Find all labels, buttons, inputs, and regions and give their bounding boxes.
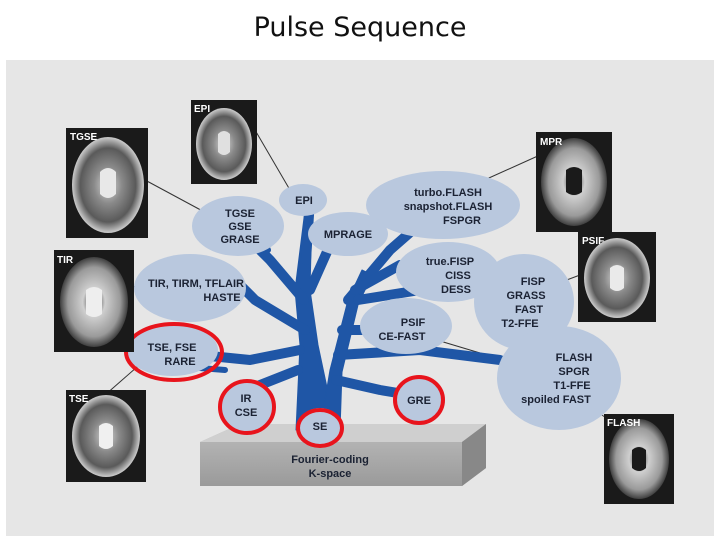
ir-label-1: IR xyxy=(241,393,252,405)
blob-group xyxy=(126,171,621,444)
highlight-gre xyxy=(393,375,445,425)
highlight-ir xyxy=(218,379,276,435)
tgse-label-1: TGSE xyxy=(225,208,255,220)
blob-labels: EPI TGSE GSE GRASE turbo.FLASH snapshot.… xyxy=(148,187,593,433)
fisp-label-1: FISP xyxy=(521,276,545,288)
truefisp-label-2: CISS xyxy=(445,270,471,282)
blob-se xyxy=(298,408,342,444)
highlight-se xyxy=(296,408,344,448)
base-label-line-2: K-space xyxy=(309,468,352,480)
mri-image-tir: TIR xyxy=(54,250,134,352)
flash-label-3: T1-FFE xyxy=(553,380,590,392)
blob-mprage xyxy=(308,212,388,256)
mri-label-tse: TSE xyxy=(69,394,89,405)
turboflash-label-2: snapshot.FLASH xyxy=(404,201,493,213)
blob-turboflash xyxy=(366,171,520,239)
page-title: Pulse Sequence xyxy=(253,12,467,43)
blob-truefisp xyxy=(396,242,500,302)
blob-psif xyxy=(360,298,452,354)
fisp-label-2: GRASS xyxy=(506,290,545,302)
psif-label-1: PSIF xyxy=(401,317,426,329)
fisp-label-3: FAST xyxy=(515,304,543,316)
blob-ir xyxy=(219,379,275,431)
mri-image-mpr: MPR xyxy=(536,132,612,232)
highlight-circles xyxy=(124,322,445,448)
mri-image-flash: FLASH xyxy=(604,414,674,504)
blob-tir xyxy=(134,254,246,322)
flash-label-1: FLASH xyxy=(556,352,593,364)
mri-label-flash: FLASH xyxy=(607,418,640,429)
k-space-base: Fourier-coding K-space xyxy=(200,424,486,486)
psif-label-2: CE-FAST xyxy=(378,331,425,343)
tse-label-2: RARE xyxy=(164,356,195,368)
tir-label-2: HASTE xyxy=(203,292,240,304)
mri-label-epi: EPI xyxy=(194,104,210,115)
mri-image-epi: EPI xyxy=(191,100,257,184)
mri-image-tgse: TGSE xyxy=(66,128,148,238)
tse-label-1: TSE, FSE xyxy=(148,342,197,354)
blob-fisp xyxy=(474,254,574,350)
mri-label-mpr: MPR xyxy=(540,137,563,148)
mri-images: TGSE EPI MPR TIR PSIF xyxy=(54,100,674,504)
flash-label-4: spoiled FAST xyxy=(521,394,591,406)
tgse-label-2: GSE xyxy=(228,221,251,233)
blob-epi xyxy=(279,184,327,216)
se-label: SE xyxy=(313,421,328,433)
base-label-line-1: Fourier-coding xyxy=(291,454,369,466)
mri-label-psif: PSIF xyxy=(582,236,604,247)
truefisp-label-1: true.FISP xyxy=(426,256,474,268)
blob-tse xyxy=(126,324,218,376)
fisp-label-4: T2-FFE xyxy=(501,318,538,330)
blob-flash xyxy=(497,326,621,430)
flash-label-2: SPGR xyxy=(558,366,589,378)
mri-label-tgse: TGSE xyxy=(70,132,98,143)
tir-label-1: TIR, TIRM, TFLAIR xyxy=(148,278,244,290)
turboflash-label-3: FSPGR xyxy=(443,215,481,227)
mri-image-psif: PSIF xyxy=(578,232,656,322)
mri-label-tir: TIR xyxy=(57,255,74,266)
truefisp-label-3: DESS xyxy=(441,284,471,296)
turboflash-label-1: turbo.FLASH xyxy=(414,187,482,199)
mprage-label: MPRAGE xyxy=(324,229,372,241)
ir-label-2: CSE xyxy=(235,407,258,419)
gre-label: GRE xyxy=(407,395,431,407)
tgse-label-3: GRASE xyxy=(220,234,259,246)
mri-image-tse: TSE xyxy=(66,390,146,482)
blob-gre xyxy=(393,376,445,424)
epi-label: EPI xyxy=(295,195,313,207)
blob-tgse xyxy=(192,196,284,256)
